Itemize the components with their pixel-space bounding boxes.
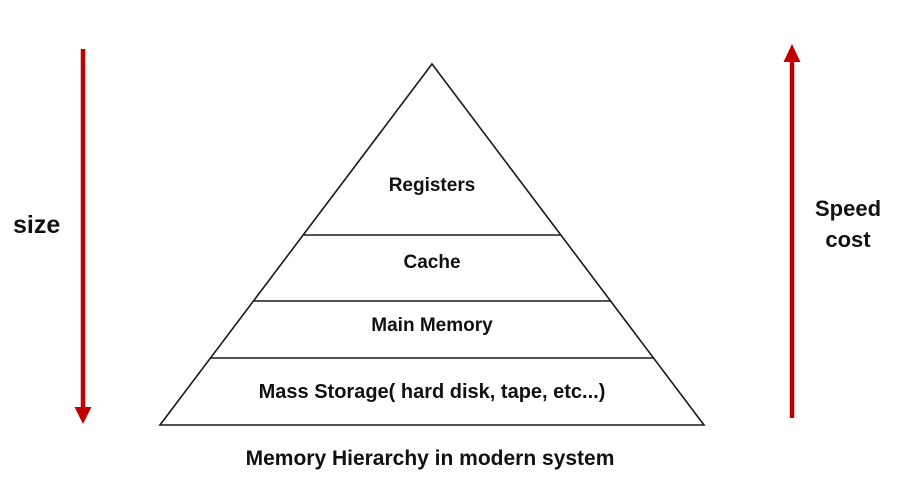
diagram-caption: Memory Hierarchy in modern system [245, 447, 615, 470]
cost-label: cost [825, 227, 871, 252]
speed-cost-label: Speed cost [800, 193, 896, 255]
size-arrow-down-head [74, 407, 92, 424]
pyramid-level-mass-storage: Mass Storage( hard disk, tape, etc...) [258, 381, 606, 403]
speed-label: Speed [814, 196, 882, 221]
pyramid-level-registers: Registers [388, 175, 476, 196]
pyramid-level-cache: Cache [403, 252, 461, 273]
pyramid-level-main-memory: Main Memory [371, 315, 493, 336]
speed-cost-arrow-up-head [783, 44, 801, 62]
size-label: size [13, 211, 61, 239]
pyramid-outline [158, 62, 706, 426]
